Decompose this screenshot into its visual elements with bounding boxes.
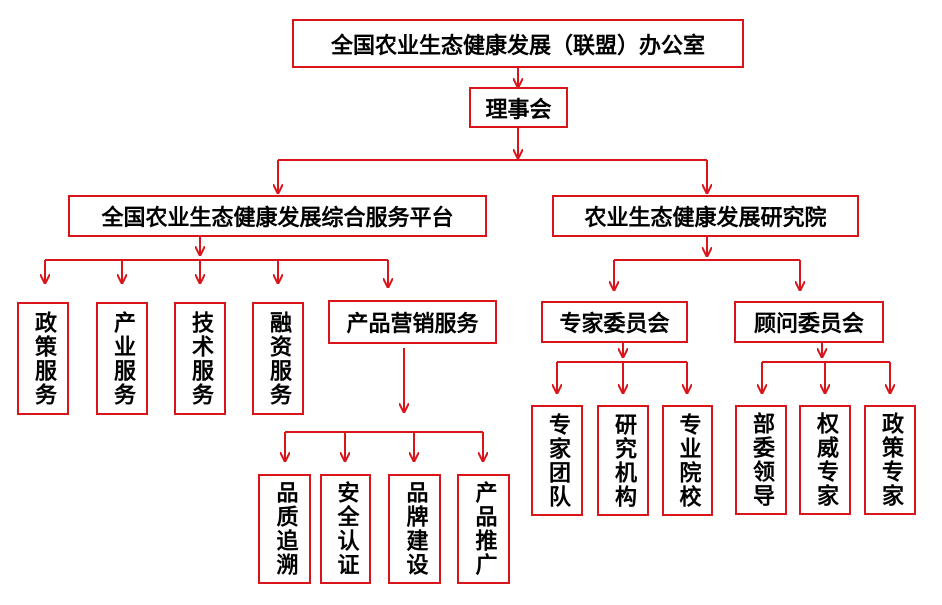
- service-industry-box: 产业服务: [96, 302, 148, 415]
- policy-experts-box: 政策专家: [864, 405, 916, 515]
- research-institution-label: 研究机构: [611, 412, 636, 509]
- service-finance-box: 融资服务: [252, 302, 304, 415]
- council-label: 理事会: [485, 97, 552, 123]
- ministry-leaders-label: 部委领导: [749, 412, 774, 508]
- expert-committee-box: 专家委员会: [541, 301, 688, 343]
- research-institution-box: 研究机构: [597, 405, 649, 516]
- marketing-certification-box: 安全认证: [320, 474, 371, 584]
- institute-label: 农业生态健康发展研究院: [584, 206, 827, 231]
- service-technology-label: 技术服务: [188, 310, 213, 407]
- advisory-committee-label: 顾问委员会: [753, 312, 864, 337]
- marketing-traceability-box: 品质追溯: [258, 474, 311, 584]
- marketing-box: 产品营销服务: [328, 300, 497, 344]
- authority-experts-label: 权威专家: [813, 412, 838, 508]
- office-box: 全国农业生态健康发展（联盟）办公室: [292, 19, 744, 68]
- policy-experts-label: 政策专家: [878, 412, 903, 508]
- expert-team-label: 专家团队: [545, 412, 570, 509]
- council-box: 理事会: [469, 87, 568, 128]
- marketing-branding-box: 品牌建设: [388, 474, 441, 584]
- ministry-leaders-box: 部委领导: [735, 405, 787, 515]
- marketing-traceability-label: 品质追溯: [272, 481, 298, 577]
- marketing-promotion-box: 产品推广: [457, 474, 510, 584]
- office-label: 全国农业生态健康发展（联盟）办公室: [330, 33, 705, 59]
- marketing-promotion-label: 产品推广: [471, 481, 497, 577]
- professional-college-box: 专业院校: [662, 405, 713, 516]
- service-industry-label: 产业服务: [110, 310, 135, 407]
- marketing-certification-label: 安全认证: [333, 481, 359, 577]
- marketing-label: 产品营销服务: [346, 312, 479, 337]
- marketing-branding-label: 品牌建设: [402, 481, 428, 577]
- service-technology-box: 技术服务: [174, 302, 226, 415]
- platform-label: 全国农业生态健康发展综合服务平台: [101, 206, 454, 231]
- platform-box: 全国农业生态健康发展综合服务平台: [68, 195, 487, 237]
- advisory-committee-box: 顾问委员会: [734, 301, 884, 343]
- expert-team-box: 专家团队: [531, 405, 583, 516]
- expert-committee-label: 专家委员会: [559, 312, 670, 337]
- institute-box: 农业生态健康发展研究院: [552, 195, 859, 237]
- professional-college-label: 专业院校: [675, 412, 701, 509]
- authority-experts-box: 权威专家: [799, 405, 851, 515]
- service-finance-label: 融资服务: [266, 310, 291, 407]
- service-policy-box: 政策服务: [17, 302, 69, 415]
- service-policy-label: 政策服务: [31, 310, 56, 407]
